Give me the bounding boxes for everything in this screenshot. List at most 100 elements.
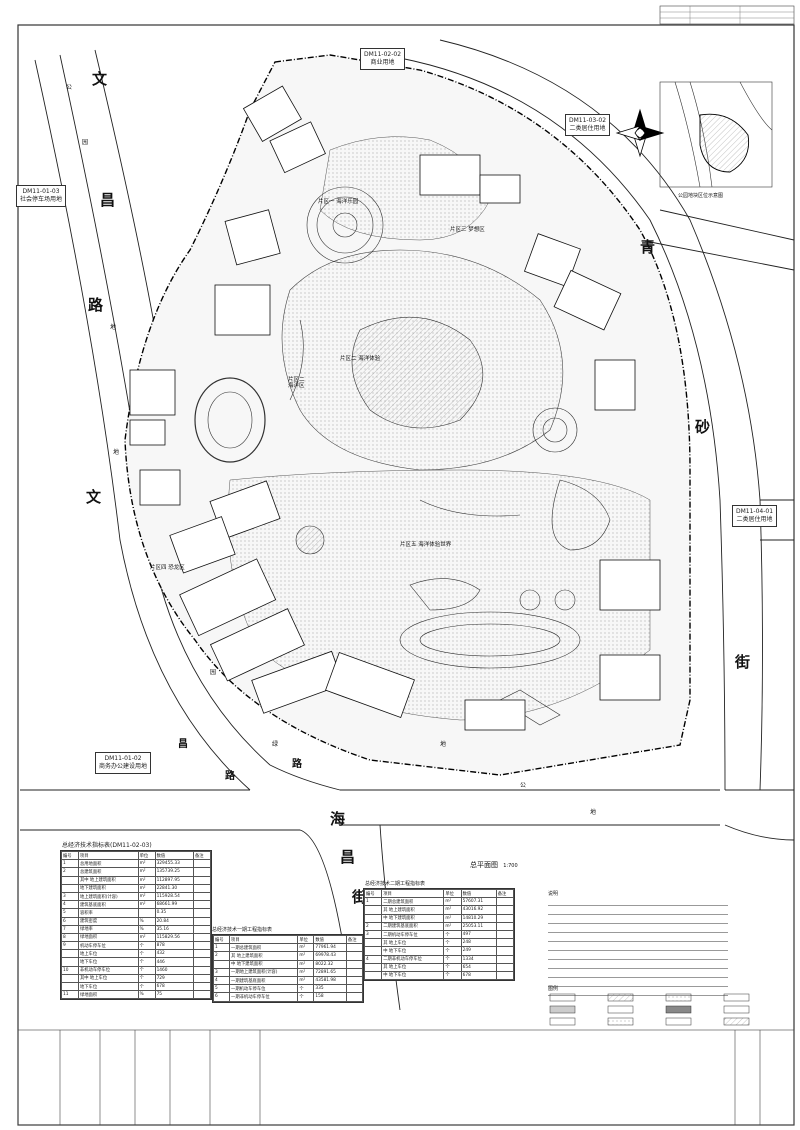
table2-cell: 3	[212, 967, 231, 977]
table2-cell: 其 地上建筑面积	[229, 951, 299, 961]
table2-cell: m²	[297, 959, 315, 969]
table3-cell: 个	[443, 929, 462, 940]
road-label: 路	[225, 771, 235, 782]
table2-cell	[345, 959, 364, 969]
table1-cell: 建筑密度	[77, 916, 139, 926]
table3-cell	[495, 921, 515, 931]
road-side-label: 绿	[272, 741, 279, 748]
table1-cell: 7	[61, 924, 79, 934]
table1-cell: 绿地面积	[77, 990, 139, 1000]
table3-cell: 中 地下车位	[381, 946, 445, 956]
table1-cell: %	[137, 916, 156, 926]
table3-cell: 个	[443, 970, 462, 981]
table3-cell: 14810.29	[460, 913, 497, 923]
table3-cell	[363, 905, 383, 915]
table3-header-cell: 项目	[381, 888, 445, 899]
table1-cell: 11	[61, 990, 79, 1000]
table3-title: 总经济技术二期工程指标表	[365, 881, 426, 887]
table3-cell: 678	[460, 970, 497, 981]
table2-cell: 个	[297, 992, 315, 1002]
table3-cell: 个	[443, 938, 462, 948]
table1-cell: 2	[61, 867, 79, 877]
zone-label: 片区一 海洋乐园	[318, 199, 359, 205]
table1-cell: 个	[137, 941, 156, 951]
table1-cell: 35.16	[154, 924, 195, 934]
table2-cell: 一期非机动车停车位	[229, 992, 299, 1002]
table1-cell: 10	[61, 965, 79, 975]
table1-cell: 地下建筑面积	[77, 883, 139, 893]
table2-cell: 一期总建筑面积	[229, 943, 299, 953]
table1-cell: 878	[154, 941, 195, 951]
road-label-chang2: 昌	[340, 848, 356, 866]
table3-cell	[495, 905, 515, 915]
table1-cell: 3	[61, 891, 79, 902]
table1-cell: 个	[137, 957, 156, 967]
table1-cell	[61, 981, 79, 992]
table2-cell: m²	[297, 967, 315, 977]
table1-cell: 地上建筑面积(计容)	[77, 891, 139, 902]
table2-cell	[212, 959, 231, 969]
table3-cell: 二期建筑基底面积	[381, 921, 445, 931]
road-side-label: 地	[590, 809, 597, 816]
road-label-hai: 海	[330, 810, 346, 828]
table1-cell	[193, 932, 211, 943]
table1-cell: 1	[61, 859, 79, 869]
road-side-label: 公	[66, 84, 73, 91]
table3-cell: 43016.92	[460, 905, 497, 915]
table1-cell: 9	[61, 941, 79, 951]
table3-cell: 1334	[460, 954, 497, 964]
table1-cell: 0.35	[154, 908, 195, 918]
table1-cell	[193, 883, 211, 893]
table3-cell: 248	[460, 938, 497, 948]
table3-cell	[495, 929, 515, 940]
table3-header-cell: 数值	[460, 888, 497, 899]
table1-cell: m²	[137, 883, 156, 893]
buildings	[129, 85, 661, 731]
table1-cell: 432	[154, 949, 195, 959]
table2-cell	[345, 992, 364, 1002]
road-label-qing: 青	[640, 238, 656, 256]
table3-cell: m²	[443, 913, 462, 923]
table3-cell: 中 地下建筑面积	[381, 913, 445, 923]
table1-cell: 其中 地上车位	[77, 973, 139, 984]
table3-cell	[363, 913, 383, 923]
table3-cell	[363, 970, 383, 981]
table1-title: 总经济技术指标表(DM11-02-03)	[62, 842, 152, 849]
table1-header-cell: 项目	[77, 850, 139, 861]
table3-cell: 其 地上车位	[381, 962, 445, 972]
table2-cell	[345, 951, 364, 961]
road-label-wen2: 文	[86, 488, 102, 506]
table2-cell: 一期建筑基底面积	[229, 975, 299, 986]
table1-cell	[193, 859, 211, 869]
north-arrow-icon	[615, 108, 665, 158]
table3-cell: 3	[363, 929, 383, 940]
table1-cell	[193, 957, 211, 967]
table2-cell: 5	[212, 984, 231, 994]
table3-cell	[495, 946, 515, 956]
table1-cell: 75	[154, 990, 195, 1000]
table1-cell: 总用地面积	[77, 859, 139, 869]
park-features	[194, 186, 611, 726]
table1-cell	[61, 875, 79, 885]
drawing-scale: 1:700	[503, 863, 518, 869]
table2-cell: 8022.32	[313, 959, 347, 969]
table3-header-cell: 备注	[495, 888, 515, 899]
table1-cell: m²	[137, 867, 156, 877]
table1-cell: 678	[154, 981, 195, 992]
